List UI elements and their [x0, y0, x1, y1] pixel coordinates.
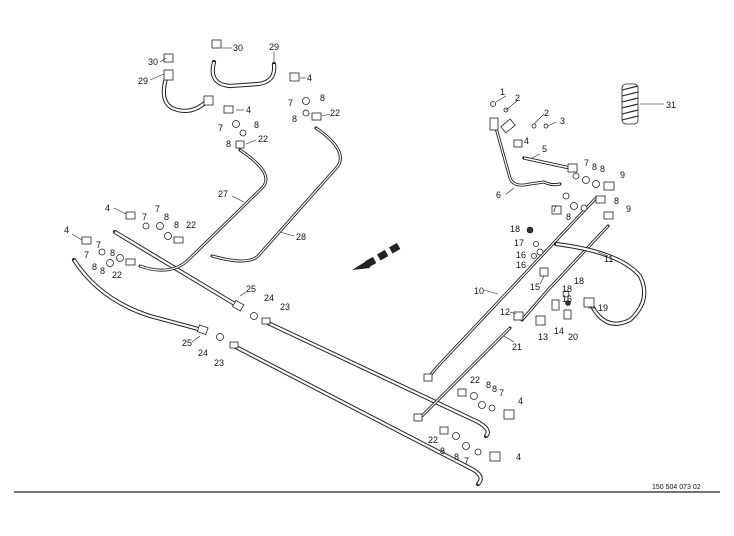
callout-31: 31 [666, 100, 676, 110]
callouts: 30 29 30 29 4 7 8 8 22 4 7 8 8 22 27 28 … [64, 42, 676, 466]
callout-16: 16 [562, 294, 572, 304]
callout-9: 9 [626, 204, 631, 214]
callout-21: 21 [512, 342, 522, 352]
leader-lines [71, 47, 664, 343]
callout-24: 24 [198, 348, 208, 358]
callout-4: 4 [307, 73, 312, 83]
callout-18: 18 [510, 224, 520, 234]
callout-7: 7 [96, 240, 101, 250]
hose-29-left [161, 69, 209, 114]
callout-27: 27 [218, 189, 228, 199]
spiral-guard-31 [621, 83, 639, 125]
callout-24: 24 [264, 293, 274, 303]
callout-16: 16 [516, 250, 526, 260]
hose-5 [522, 156, 572, 170]
callout-8: 8 [600, 164, 605, 174]
pipe-23-upper [263, 319, 490, 439]
callout-2: 2 [515, 93, 520, 103]
callout-1: 1 [500, 87, 505, 97]
callout-29: 29 [269, 42, 279, 52]
callout-7: 7 [84, 250, 89, 260]
callout-22: 22 [470, 375, 480, 385]
callout-9: 9 [620, 170, 625, 180]
pipe-28 [210, 126, 342, 263]
callout-22: 22 [112, 270, 122, 280]
callout-7: 7 [584, 158, 589, 168]
callout-4: 4 [524, 136, 529, 146]
callout-25: 25 [182, 338, 192, 348]
callout-7: 7 [142, 212, 147, 222]
pipe-25-lower [71, 257, 205, 333]
callout-8: 8 [440, 446, 445, 456]
callout-22: 22 [186, 220, 196, 230]
callout-18: 18 [574, 276, 584, 286]
callout-22: 22 [258, 134, 268, 144]
callout-8: 8 [454, 452, 459, 462]
callout-3: 3 [560, 116, 565, 126]
callout-7: 7 [218, 123, 223, 133]
callout-8: 8 [614, 196, 619, 206]
pipe-10b [520, 224, 610, 322]
callout-7: 7 [552, 204, 557, 214]
callout-7: 7 [499, 388, 504, 398]
callout-8: 8 [174, 220, 179, 230]
callout-30: 30 [148, 57, 158, 67]
callout-16: 16 [516, 260, 526, 270]
callout-14: 14 [554, 326, 564, 336]
callout-23: 23 [214, 358, 224, 368]
callout-7: 7 [288, 98, 293, 108]
pipe-6 [494, 126, 562, 187]
callout-10: 10 [474, 286, 484, 296]
callout-4: 4 [518, 396, 523, 406]
callout-30: 30 [233, 43, 243, 53]
callout-7: 7 [155, 204, 160, 214]
callout-7: 7 [464, 456, 469, 466]
hose-29-right [210, 59, 277, 89]
callout-22: 22 [428, 435, 438, 445]
callout-23: 23 [280, 302, 290, 312]
callout-4: 4 [516, 452, 521, 462]
callout-8: 8 [292, 114, 297, 124]
pipe-27 [138, 148, 268, 272]
callout-4: 4 [105, 203, 110, 213]
callout-13: 13 [538, 332, 548, 342]
drawing-number: 150 504 073 02 [652, 484, 701, 491]
callout-8: 8 [100, 266, 105, 276]
callout-18: 18 [562, 284, 572, 294]
callout-22: 22 [330, 108, 340, 118]
callout-28: 28 [296, 232, 306, 242]
callout-8: 8 [254, 120, 259, 130]
callout-8: 8 [486, 380, 491, 390]
callout-4: 4 [64, 225, 69, 235]
callout-19: 19 [598, 303, 608, 313]
callout-17: 17 [514, 238, 524, 248]
callout-4: 4 [246, 105, 251, 115]
callout-2: 2 [544, 108, 549, 118]
callout-8: 8 [320, 93, 325, 103]
callout-15: 15 [530, 282, 540, 292]
callout-11: 11 [604, 254, 613, 264]
callout-8: 8 [226, 139, 231, 149]
callout-8: 8 [492, 384, 497, 394]
callout-5: 5 [542, 144, 547, 154]
callout-8: 8 [592, 162, 597, 172]
callout-8: 8 [110, 248, 115, 258]
callout-6: 6 [496, 190, 501, 200]
callout-8: 8 [164, 212, 169, 222]
callout-8: 8 [92, 262, 97, 272]
callout-29: 29 [138, 76, 148, 86]
callout-20: 20 [568, 332, 578, 342]
pipe-23-lower [231, 343, 483, 487]
direction-arrow [352, 242, 401, 270]
callout-12: 12 [500, 307, 510, 317]
fittings [81, 39, 615, 462]
callout-25: 25 [246, 284, 256, 294]
callout-8: 8 [566, 212, 571, 222]
